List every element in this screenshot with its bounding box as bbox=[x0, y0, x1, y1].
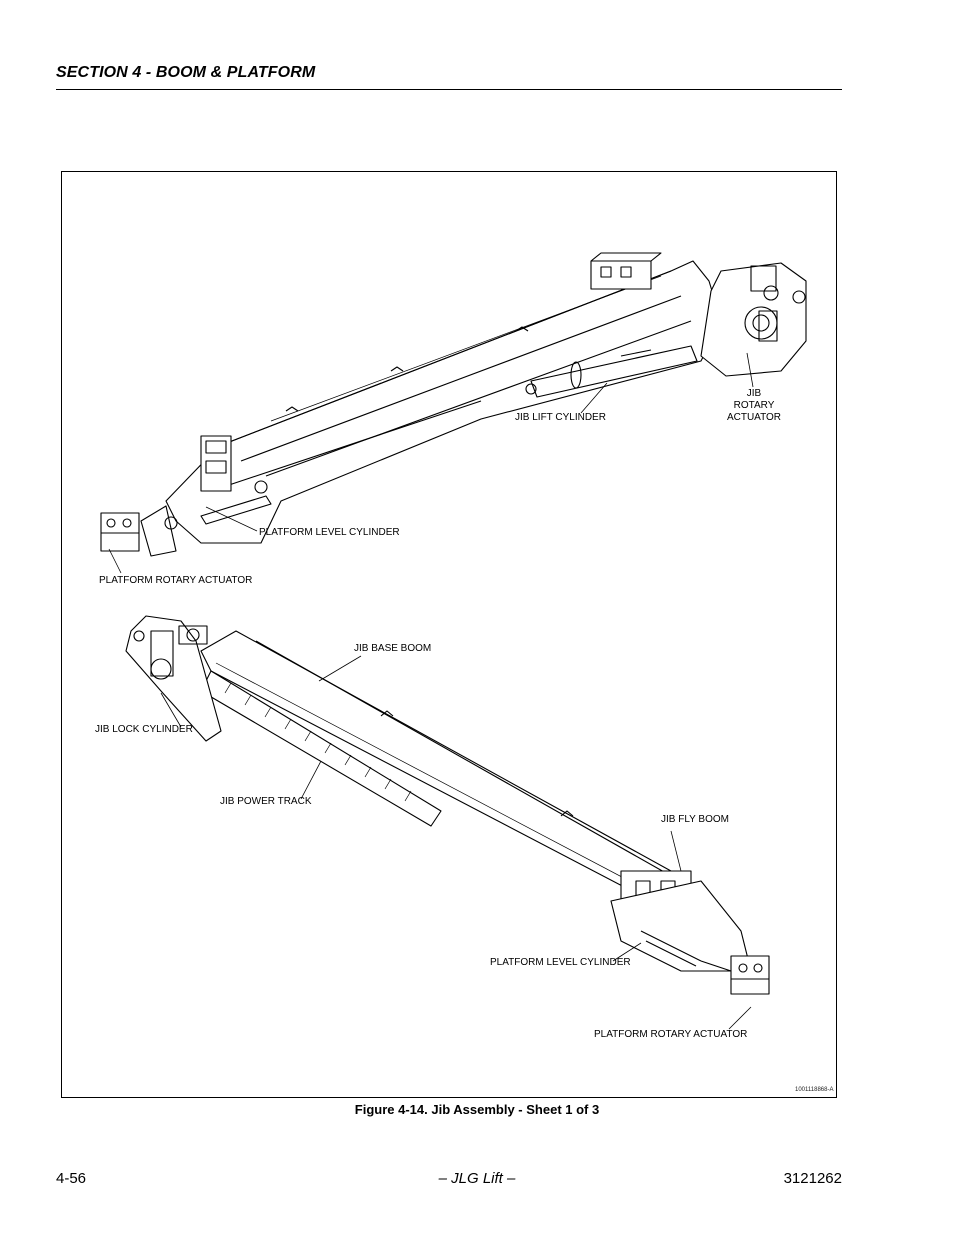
page-number: 4-56 bbox=[56, 1170, 87, 1187]
bottom-jib-assembly bbox=[125, 615, 770, 995]
callout-jib-lock-cylinder: JIB LOCK CYLINDER bbox=[95, 724, 193, 735]
footer-center-text: – JLG Lift – bbox=[438, 1170, 516, 1187]
callout-jib-rotary-actuator: JIB ROTARY ACTUATOR bbox=[726, 388, 782, 424]
header-rule bbox=[56, 89, 842, 90]
section-title: SECTION 4 - BOOM & PLATFORM bbox=[56, 64, 316, 81]
callout-jib-rotary-actuator-line3: ACTUATOR bbox=[726, 412, 782, 423]
callout-jib-rotary-actuator-line2: ROTARY bbox=[733, 400, 775, 411]
drawing-id: 1001118868-A bbox=[795, 1087, 834, 1093]
callout-platform-rotary-actuator-top: PLATFORM ROTARY ACTUATOR bbox=[99, 575, 253, 586]
top-leader-lines bbox=[108, 352, 754, 574]
callout-platform-level-cylinder-top: PLATFORM LEVEL CYLINDER bbox=[259, 527, 400, 538]
callout-jib-rotary-actuator-line1: JIB bbox=[746, 388, 762, 399]
top-jib-assembly bbox=[100, 252, 807, 557]
figure-caption: Figure 4-14. Jib Assembly - Sheet 1 of 3 bbox=[354, 1102, 600, 1117]
bottom-leader-lines bbox=[160, 655, 752, 1030]
callout-platform-rotary-actuator-bottom: PLATFORM ROTARY ACTUATOR bbox=[594, 1029, 748, 1040]
callout-platform-level-cylinder-bottom: PLATFORM LEVEL CYLINDER bbox=[490, 957, 631, 968]
doc-number: 3121262 bbox=[783, 1170, 842, 1187]
callout-jib-lift-cylinder: JIB LIFT CYLINDER bbox=[515, 412, 606, 423]
jib-assembly-drawing bbox=[100, 252, 807, 1030]
callout-jib-fly-boom: JIB FLY BOOM bbox=[661, 814, 729, 825]
callout-jib-power-track: JIB POWER TRACK bbox=[220, 796, 312, 807]
callout-jib-base-boom: JIB BASE BOOM bbox=[354, 643, 432, 654]
figure-frame bbox=[61, 171, 837, 1098]
